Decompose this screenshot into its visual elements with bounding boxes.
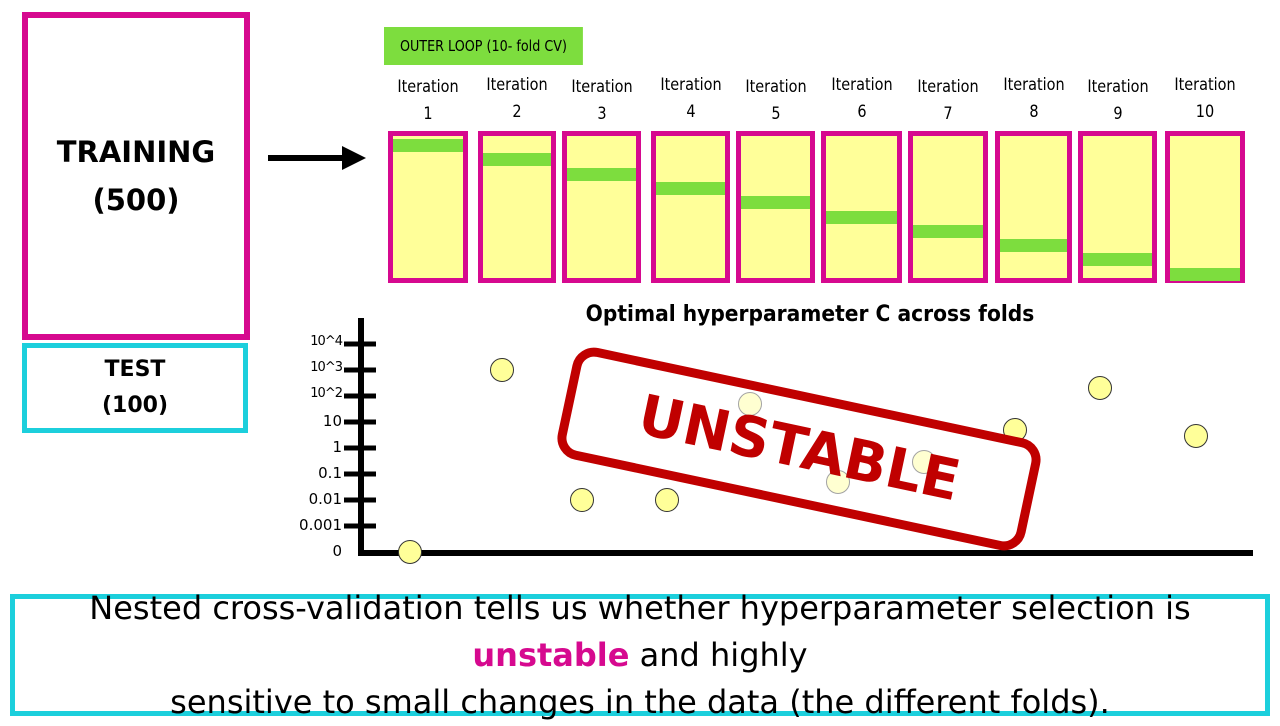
scatter-chart	[344, 318, 1253, 556]
validation-fold-band	[393, 139, 463, 152]
validation-fold-band	[567, 167, 636, 181]
validation-fold-band	[1000, 239, 1067, 253]
y-tick-label: 0.1	[318, 464, 342, 482]
iteration-text: Iteration	[1086, 77, 1149, 97]
validation-fold-band	[483, 153, 551, 167]
y-tick-label: 10^3	[310, 360, 343, 375]
summary-note: Nested cross-validation tells us whether…	[10, 589, 1270, 721]
iteration-number: 3	[596, 104, 607, 124]
outer-loop-label: OUTER LOOP (10- fold CV)	[384, 27, 583, 65]
note-text-2: and highly	[629, 635, 808, 674]
iteration-text: Iteration	[744, 77, 807, 97]
note-highlight: unstable	[472, 635, 630, 674]
note-line-1: Nested cross-validation tells us whether…	[15, 585, 1265, 679]
validation-fold-band	[1083, 253, 1152, 267]
training-count: (500)	[92, 183, 180, 217]
iteration-label: Iteration 10	[1167, 72, 1244, 126]
data-point	[1088, 376, 1112, 401]
fold-box	[821, 131, 902, 283]
validation-fold-band	[1170, 267, 1240, 281]
data-point	[1184, 423, 1208, 448]
training-set-box: TRAINING (500)	[22, 12, 250, 340]
data-point	[398, 540, 422, 564]
test-label: TEST	[104, 357, 166, 382]
chart-title: Optimal hyperparameter C across folds	[585, 302, 1035, 327]
y-tick-label: 1	[332, 438, 342, 456]
data-point	[655, 488, 679, 512]
iteration-label: Iteration 8	[995, 72, 1072, 126]
arrow-shaft	[268, 155, 346, 161]
iteration-label: Iteration 2	[479, 72, 556, 126]
training-label: TRAINING	[56, 135, 216, 169]
iteration-text: Iteration	[1002, 75, 1065, 95]
y-tick-label: 0	[332, 542, 342, 560]
y-tick-label: 0.001	[299, 516, 342, 534]
iteration-label: Iteration 6	[823, 72, 900, 126]
iteration-text: Iteration	[830, 75, 893, 95]
fold-box	[562, 131, 641, 283]
iteration-label: Iteration 9	[1079, 74, 1156, 128]
iteration-text: Iteration	[397, 77, 459, 97]
iteration-number: 7	[943, 104, 953, 124]
iteration-number: 8	[1028, 102, 1039, 122]
iteration-label: Iteration 7	[910, 74, 987, 128]
fold-box	[736, 131, 815, 283]
iteration-number: 5	[770, 104, 781, 124]
fold-box	[995, 131, 1072, 283]
y-tick-label: 10^4	[310, 334, 343, 349]
iteration-number: 2	[512, 102, 522, 122]
note-line-2: sensitive to small changes in the data (…	[170, 682, 1110, 721]
arrow-right-icon	[342, 146, 366, 170]
fold-box	[478, 131, 556, 283]
test-set-box: TEST (100)	[22, 343, 248, 433]
iteration-label: Iteration 5	[737, 74, 814, 128]
note-text-1: Nested cross-validation tells us whether…	[89, 588, 1191, 627]
y-tick-label: 10	[322, 412, 342, 430]
validation-fold-band	[913, 224, 983, 238]
iteration-label: Iteration 1	[390, 74, 467, 128]
iteration-number: 9	[1112, 104, 1123, 124]
iteration-label: Iteration 4	[652, 72, 729, 126]
iteration-number: 6	[856, 102, 867, 122]
iteration-text: Iteration	[1174, 75, 1236, 95]
y-tick-label: 10^2	[310, 386, 343, 401]
validation-fold-band	[826, 210, 897, 224]
iteration-text: Iteration	[486, 75, 548, 95]
iteration-number: 10	[1195, 102, 1215, 122]
y-tick-label: 0.01	[308, 490, 342, 508]
test-count: (100)	[101, 393, 169, 418]
data-point	[490, 358, 514, 382]
fold-box	[651, 131, 730, 283]
iteration-text: Iteration	[659, 75, 722, 95]
validation-fold-band	[741, 196, 810, 210]
fold-box	[908, 131, 988, 283]
iteration-label: Iteration 3	[563, 74, 640, 128]
fold-box	[1078, 131, 1157, 283]
data-point	[570, 488, 594, 512]
iteration-number: 4	[685, 102, 696, 122]
validation-fold-band	[656, 181, 725, 195]
iteration-text: Iteration	[917, 77, 979, 97]
iteration-number: 1	[423, 104, 433, 124]
fold-box	[1165, 131, 1245, 283]
fold-box	[388, 131, 468, 283]
iteration-text: Iteration	[570, 77, 633, 97]
